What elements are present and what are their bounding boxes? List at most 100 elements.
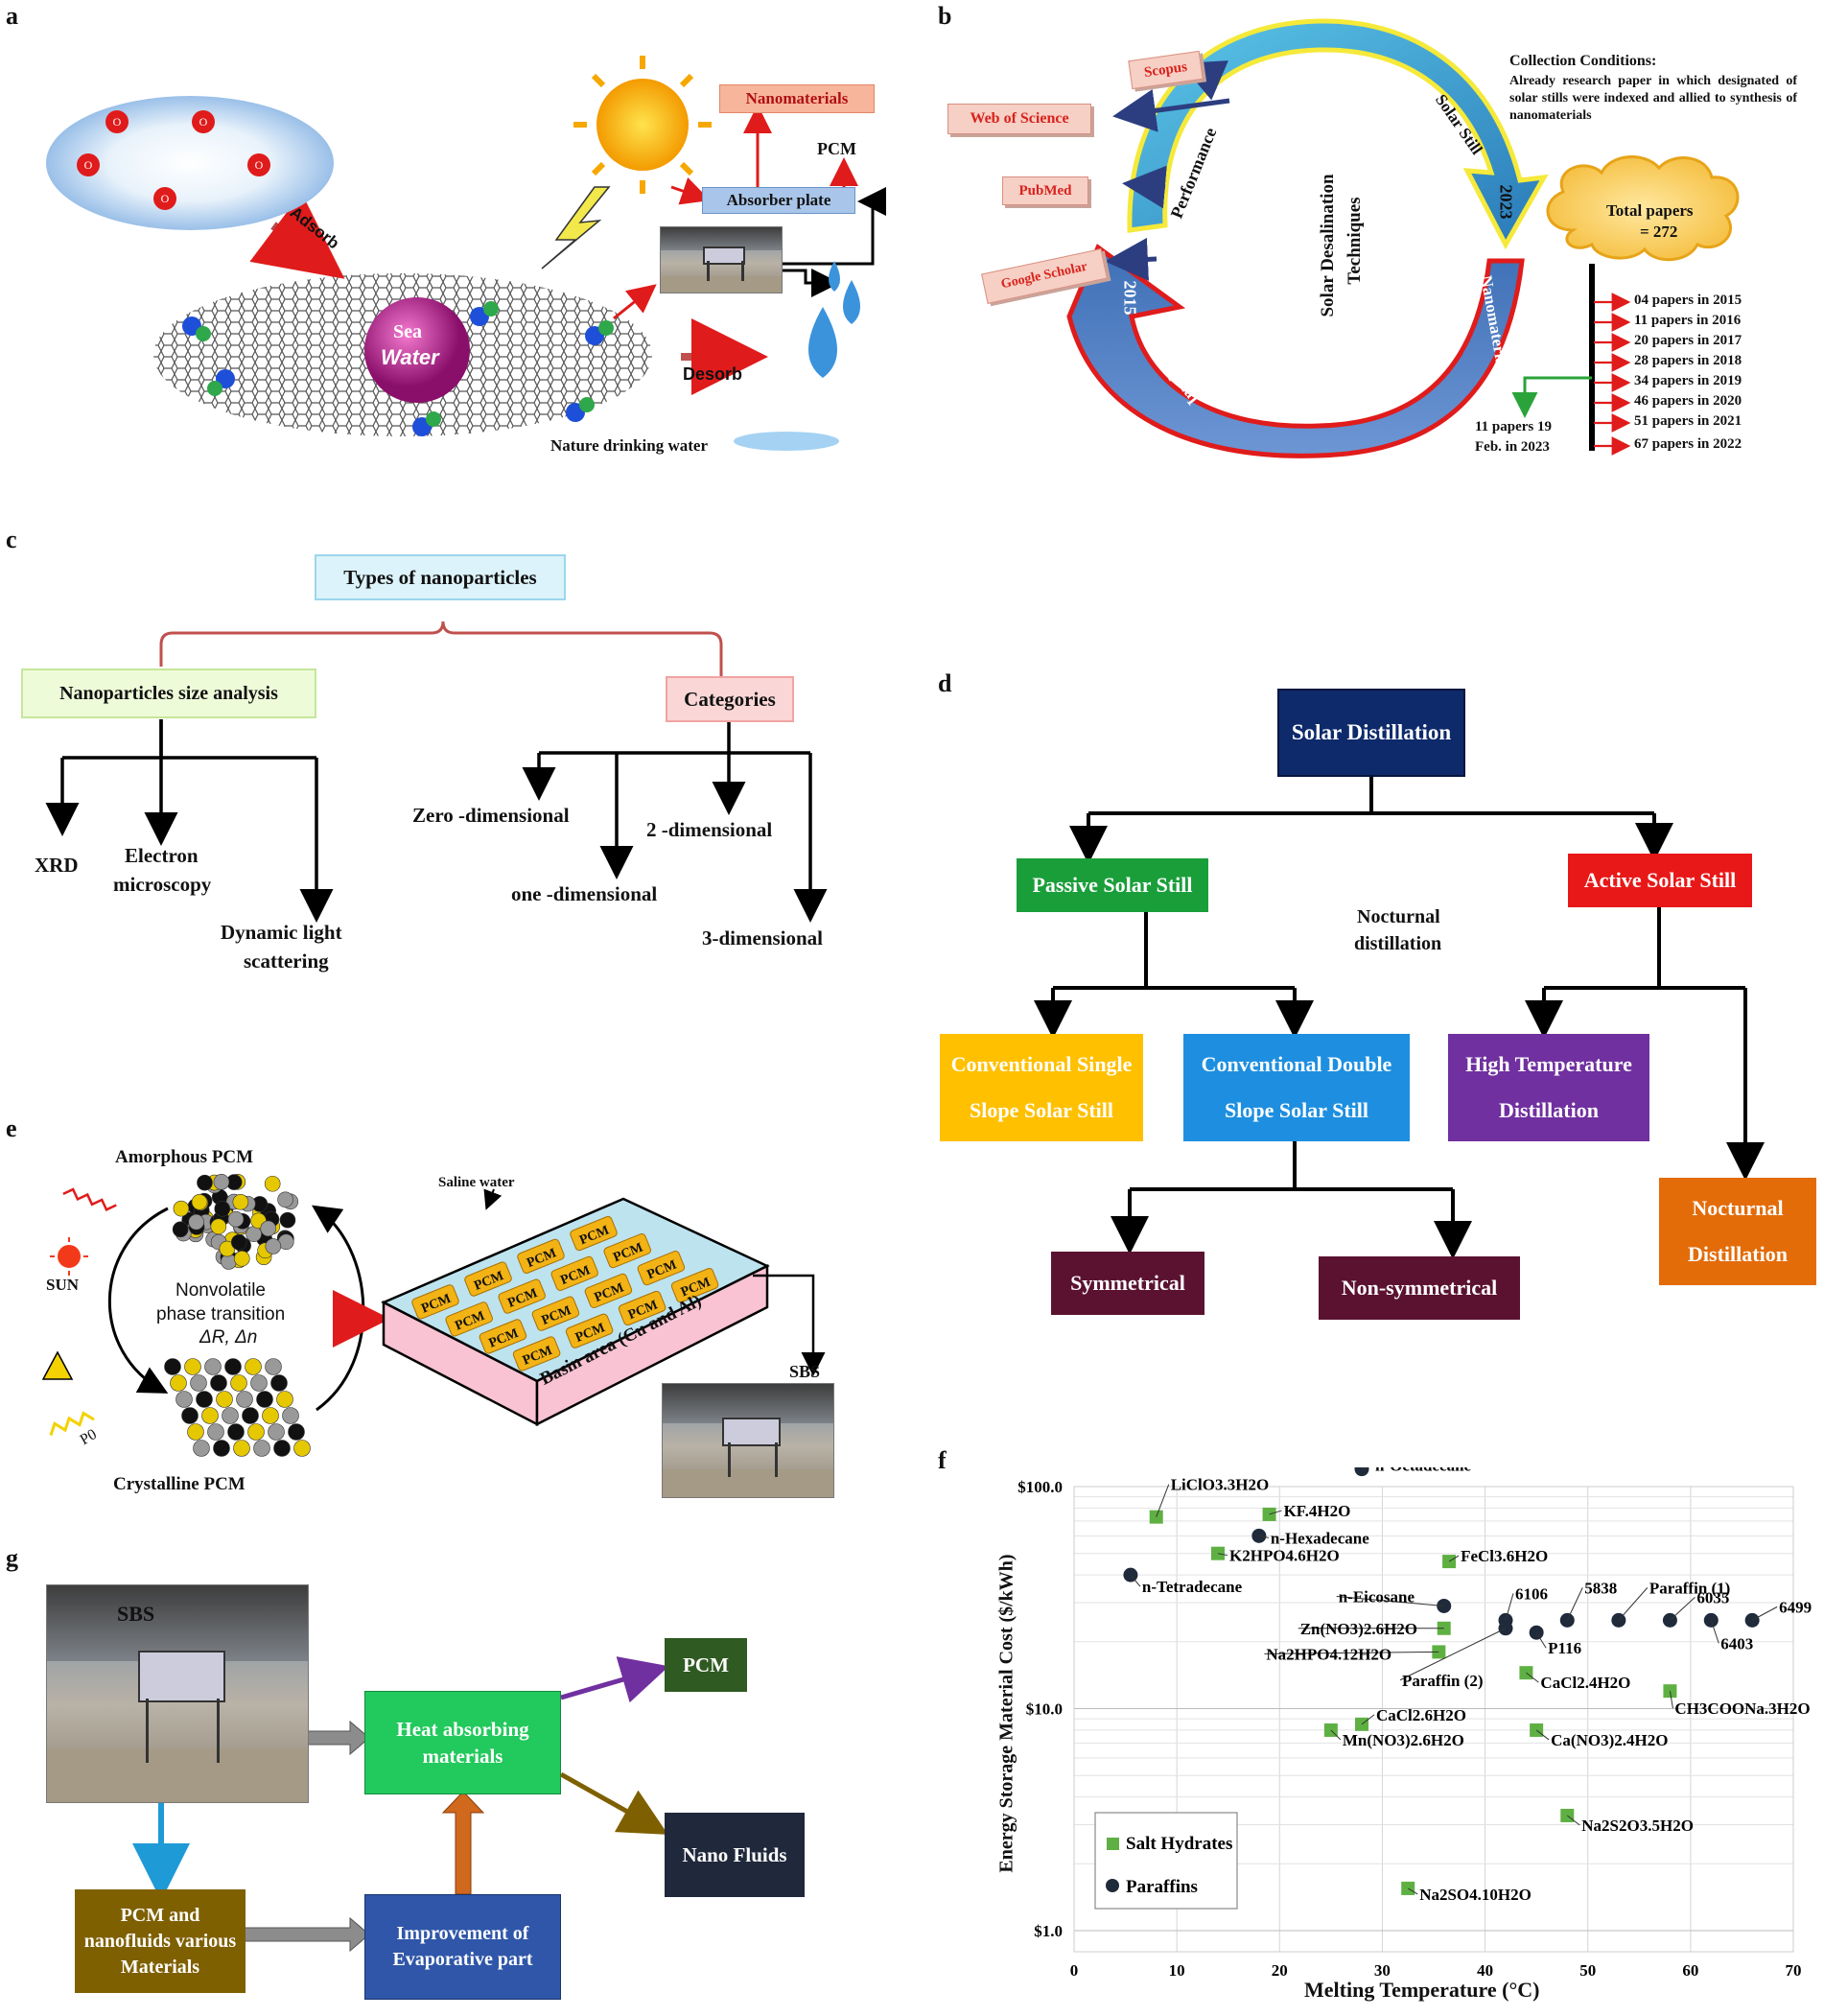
two-dim-label: 2 -dimensional (646, 818, 773, 841)
year-2022: 67 papers in 2022 (1634, 436, 1742, 452)
crystalline-atom (204, 1358, 222, 1375)
amorphous-atom (233, 1250, 250, 1267)
nature-water-label: Nature drinking water (550, 436, 709, 455)
point-leader (1269, 1510, 1282, 1515)
nocturnal-box-line-2: Distillation (1688, 1242, 1788, 1266)
heat-to-pcm-arrow (560, 1656, 669, 1703)
x-tick-label: 0 (1070, 1961, 1079, 1980)
panel-label-f: f (938, 1446, 947, 1474)
chart-xlabel: Melting Temperature (°C) (1304, 1978, 1540, 2002)
nanomaterials-box: Nanomaterials (719, 84, 875, 113)
crystalline-label: Crystalline PCM (113, 1474, 246, 1494)
water-splash (734, 432, 839, 451)
x-tick-label: 70 (1786, 1961, 1802, 1980)
panel-a: O O O O O Adsorb Sea Water Desorb Nanoma… (0, 0, 921, 499)
absorber-plate-box: Absorber plate (702, 187, 855, 214)
pubmed-arrow (1122, 165, 1167, 209)
crystalline-atom (273, 1440, 291, 1457)
crystalline-atom (222, 1407, 239, 1424)
improvement-line-1: Improvement of (396, 1923, 529, 1944)
amorphous-atom (210, 1218, 227, 1235)
crystalline-atom (236, 1391, 253, 1408)
crystalline-atom (265, 1358, 282, 1375)
sea-water-sphere (364, 297, 470, 403)
feb-note-2: Feb. in 2023 (1475, 439, 1550, 455)
pcm-nano-line-2: nanofluids various (83, 1930, 237, 1952)
amorphous-atom (260, 1220, 277, 1237)
chart-ylabel: Energy Storage Material Cost ($/kWh) (995, 1554, 1017, 1873)
pcm-nano-line-1: PCM and (120, 1904, 200, 1926)
conventional-double-box: Conventional Double Slope Solar Still (1183, 1034, 1410, 1141)
pcm-label: PCM (817, 139, 856, 158)
paraffin-point (1559, 1612, 1575, 1628)
saline-water-label: Saline water (438, 1175, 515, 1190)
solar-distillation-box: Solar Distillation (1277, 689, 1465, 777)
heat-absorbing-box: Heat absorbing materials (364, 1691, 561, 1794)
wos-arrow (1112, 89, 1230, 132)
conventional-single-line-2: Slope Solar Still (970, 1098, 1113, 1122)
panel-c-graphics (45, 621, 828, 923)
crystalline-atom (270, 1374, 288, 1392)
crystalline-atom (282, 1407, 299, 1424)
crystalline-atom (293, 1440, 311, 1457)
pcm-nanofluids-box: PCM and nanofluids various Materials (75, 1889, 246, 1993)
crystalline-atom (288, 1423, 305, 1441)
conventional-single-line-1: Conventional Single (950, 1052, 1133, 1077)
point-leader (1217, 1553, 1228, 1557)
desorb-label: Desorb (683, 364, 743, 384)
one-dim-label: one -dimensional (511, 882, 658, 905)
point-label: Mn(NO3)2.6H2O (1343, 1731, 1464, 1749)
crystalline-atom (164, 1358, 181, 1375)
point-leader (1399, 1628, 1507, 1681)
non-symmetrical-box: Non-symmetrical (1319, 1256, 1520, 1320)
amorphous-label: Amorphous PCM (115, 1147, 254, 1167)
point-label: LiClO3.3H2O (1171, 1476, 1269, 1494)
point-label: Na2S2O3.5H2O (1581, 1817, 1694, 1835)
point-label: KF.4H2O (1284, 1502, 1351, 1520)
pcm-to-improve-arrow (244, 1916, 370, 1953)
total-papers-cloud (1546, 155, 1740, 262)
crystalline-atom (245, 1358, 262, 1375)
crystalline-atom (276, 1391, 293, 1408)
symmetrical-box: Symmetrical (1051, 1252, 1204, 1315)
size-analysis-box: Nanoparticles size analysis (21, 668, 316, 718)
legend-paraffin-marker (1106, 1879, 1119, 1892)
transition-label-2: phase transition (156, 1304, 286, 1324)
panel-b: Scopus Web of Science PubMed Google Scho… (930, 0, 1824, 499)
dls-label-2: scattering (244, 949, 329, 973)
crystalline-atom (207, 1423, 224, 1441)
crystalline-atom (233, 1440, 250, 1457)
pcm-tile: PCM (531, 1296, 580, 1331)
x-tick-label: 50 (1579, 1961, 1596, 1980)
point-leader (1669, 1691, 1673, 1709)
x-tick-label: 10 (1169, 1961, 1185, 1980)
crystalline-atom (184, 1358, 201, 1375)
improvement-box: Improvement of Evaporative part (364, 1894, 561, 2000)
cycle-center-2: Techniques (1345, 197, 1365, 285)
point-leader (1258, 1535, 1269, 1538)
crystalline-atom (190, 1374, 207, 1392)
sea-water-label-2: Water (381, 345, 439, 369)
nocturnal-text-2: distillation (1354, 933, 1442, 954)
salt-hydrate-point (1437, 1621, 1451, 1635)
zero-dim-label: Zero -dimensional (412, 804, 570, 827)
xrd-label: XRD (35, 854, 79, 877)
conventional-double-line-1: Conventional Double (1201, 1052, 1392, 1077)
panel-label-c: c (6, 526, 17, 553)
photo-to-heat-arrow (306, 1720, 370, 1756)
point-label: P116 (1548, 1639, 1581, 1657)
feb-arrow (1511, 376, 1592, 418)
water-molecule: O (77, 153, 100, 176)
salt-hydrate-point (1530, 1723, 1544, 1737)
basin-to-sbs-arrow (753, 1274, 826, 1376)
pcm-tile: PCM (618, 1290, 666, 1326)
sbs-photo-label: SBS (117, 1602, 155, 1626)
point-leader (1505, 1593, 1514, 1621)
pulse-wave (49, 1411, 95, 1437)
crystalline-atom (170, 1374, 187, 1392)
point-label: Ca(NO3)2.4H2O (1551, 1731, 1668, 1749)
point-label: 6403 (1720, 1634, 1753, 1653)
panel-c: Types of nanoparticles Nanoparticles siz… (0, 537, 863, 988)
